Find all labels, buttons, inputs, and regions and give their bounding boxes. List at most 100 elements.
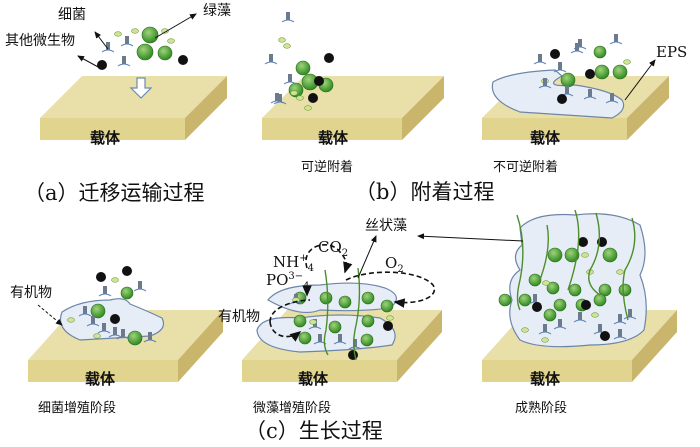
bacterium — [628, 309, 632, 317]
bacterium-flagella — [283, 81, 297, 85]
bacterium-flagella — [613, 321, 627, 325]
o2-sub: 2 — [397, 264, 404, 275]
label-eps: EPS — [656, 43, 688, 61]
bacterium-flagella — [553, 326, 567, 330]
small-alga — [111, 277, 119, 283]
nh4-sup: + — [299, 253, 308, 264]
po4-sub: 4 — [303, 281, 310, 292]
green-alga — [618, 283, 632, 297]
green-alga — [298, 331, 312, 345]
carrier-side — [402, 76, 444, 140]
co2-sub: 2 — [341, 248, 349, 259]
bacterium-flagella — [270, 100, 284, 104]
small-alga — [161, 28, 169, 34]
bacterium — [578, 312, 582, 320]
caption-b: （b）附着过程 — [355, 180, 495, 204]
arrow-bacteria — [94, 31, 109, 50]
bacterium-flagella — [570, 50, 584, 54]
small-alga — [67, 317, 75, 323]
carrier-front — [28, 360, 178, 382]
other-microbe — [122, 266, 132, 276]
green-alga — [295, 60, 311, 76]
label-organic-c2: 有机物 — [218, 309, 260, 325]
filamentous-alga — [622, 217, 636, 321]
bacterium-flagella — [333, 341, 347, 345]
green-alga — [380, 299, 394, 313]
label-o2: O2 — [385, 256, 404, 275]
carrier-front — [482, 118, 627, 140]
bacterium — [610, 93, 614, 101]
carrier-side — [627, 76, 669, 140]
filamentous-alga — [588, 212, 601, 296]
arrow-filamentous-1 — [357, 235, 377, 279]
bacterium-flagella — [573, 46, 587, 50]
carrier-front — [482, 360, 632, 382]
other-microbe — [308, 93, 318, 103]
cycle-nh4-co2 — [305, 244, 353, 274]
bacterium — [338, 334, 342, 342]
cycle-organic — [269, 299, 310, 337]
bacterium — [598, 324, 602, 332]
bacterium — [121, 329, 125, 337]
green-alga — [564, 247, 580, 263]
bacterium-flagella — [120, 43, 134, 47]
small-alga — [623, 59, 631, 65]
carrier-front — [242, 360, 397, 382]
label-filamentous-algae: 丝状藻 — [365, 218, 407, 234]
bacterium — [558, 319, 562, 327]
small-alga — [309, 319, 317, 325]
bacterium — [138, 281, 142, 289]
carrier-label-b1: 载体 — [318, 129, 349, 147]
bacterium — [103, 286, 107, 294]
bacterium-flagella — [133, 288, 147, 292]
bacterium-flagella — [538, 85, 552, 89]
caption-a: （a）迁移运输过程 — [24, 181, 205, 205]
other-microbe — [348, 350, 358, 360]
bacterium — [543, 78, 547, 86]
green-alga — [141, 26, 159, 44]
bacterium — [565, 86, 569, 94]
small-alga — [591, 312, 599, 318]
small-alga — [521, 327, 529, 333]
green-alga — [546, 281, 560, 295]
other-microbe — [585, 69, 595, 79]
bacterium — [122, 56, 126, 64]
bacterium — [106, 42, 110, 50]
bacterium — [125, 36, 129, 44]
stage-irreversible: 不可逆附着 — [493, 160, 559, 175]
green-alga — [560, 72, 576, 88]
green-alga — [498, 293, 512, 307]
cycle-o2 — [345, 271, 436, 308]
green-alga — [568, 283, 582, 297]
down-arrow-icon — [129, 77, 153, 99]
small-alga — [283, 43, 291, 49]
nh4-sub: 4 — [307, 263, 314, 274]
bacterium-flagella — [264, 61, 278, 65]
carrier-side — [397, 310, 442, 382]
green-alga — [518, 293, 532, 307]
small-alga — [304, 105, 312, 111]
green-alga — [360, 333, 374, 347]
green-alga — [593, 293, 607, 307]
stage-microalgae-growth: 微藻增殖阶段 — [253, 401, 332, 416]
stage-bacteria-growth: 细菌增殖阶段 — [38, 401, 117, 416]
bacterium-flagella — [553, 69, 567, 73]
bacterium — [318, 334, 322, 342]
small-alga — [278, 37, 286, 43]
small-alga — [290, 90, 298, 96]
filamentous-alga — [516, 214, 524, 311]
green-alga — [136, 43, 154, 61]
bacterium-flagella — [86, 323, 100, 327]
filamentous-alga — [567, 209, 580, 291]
green-alga — [90, 303, 106, 319]
label-organic-c1: 有机物 — [10, 285, 52, 301]
carrier-label-c1: 载体 — [85, 370, 116, 388]
stage-reversible: 可逆附着 — [301, 160, 354, 175]
arrow-eps — [624, 59, 656, 101]
po4-base: PO — [266, 271, 289, 289]
label-green-algae: 绿藻 — [203, 3, 231, 19]
o2-base: O — [385, 254, 398, 272]
other-microbe — [578, 237, 588, 247]
other-microbe — [383, 321, 393, 331]
